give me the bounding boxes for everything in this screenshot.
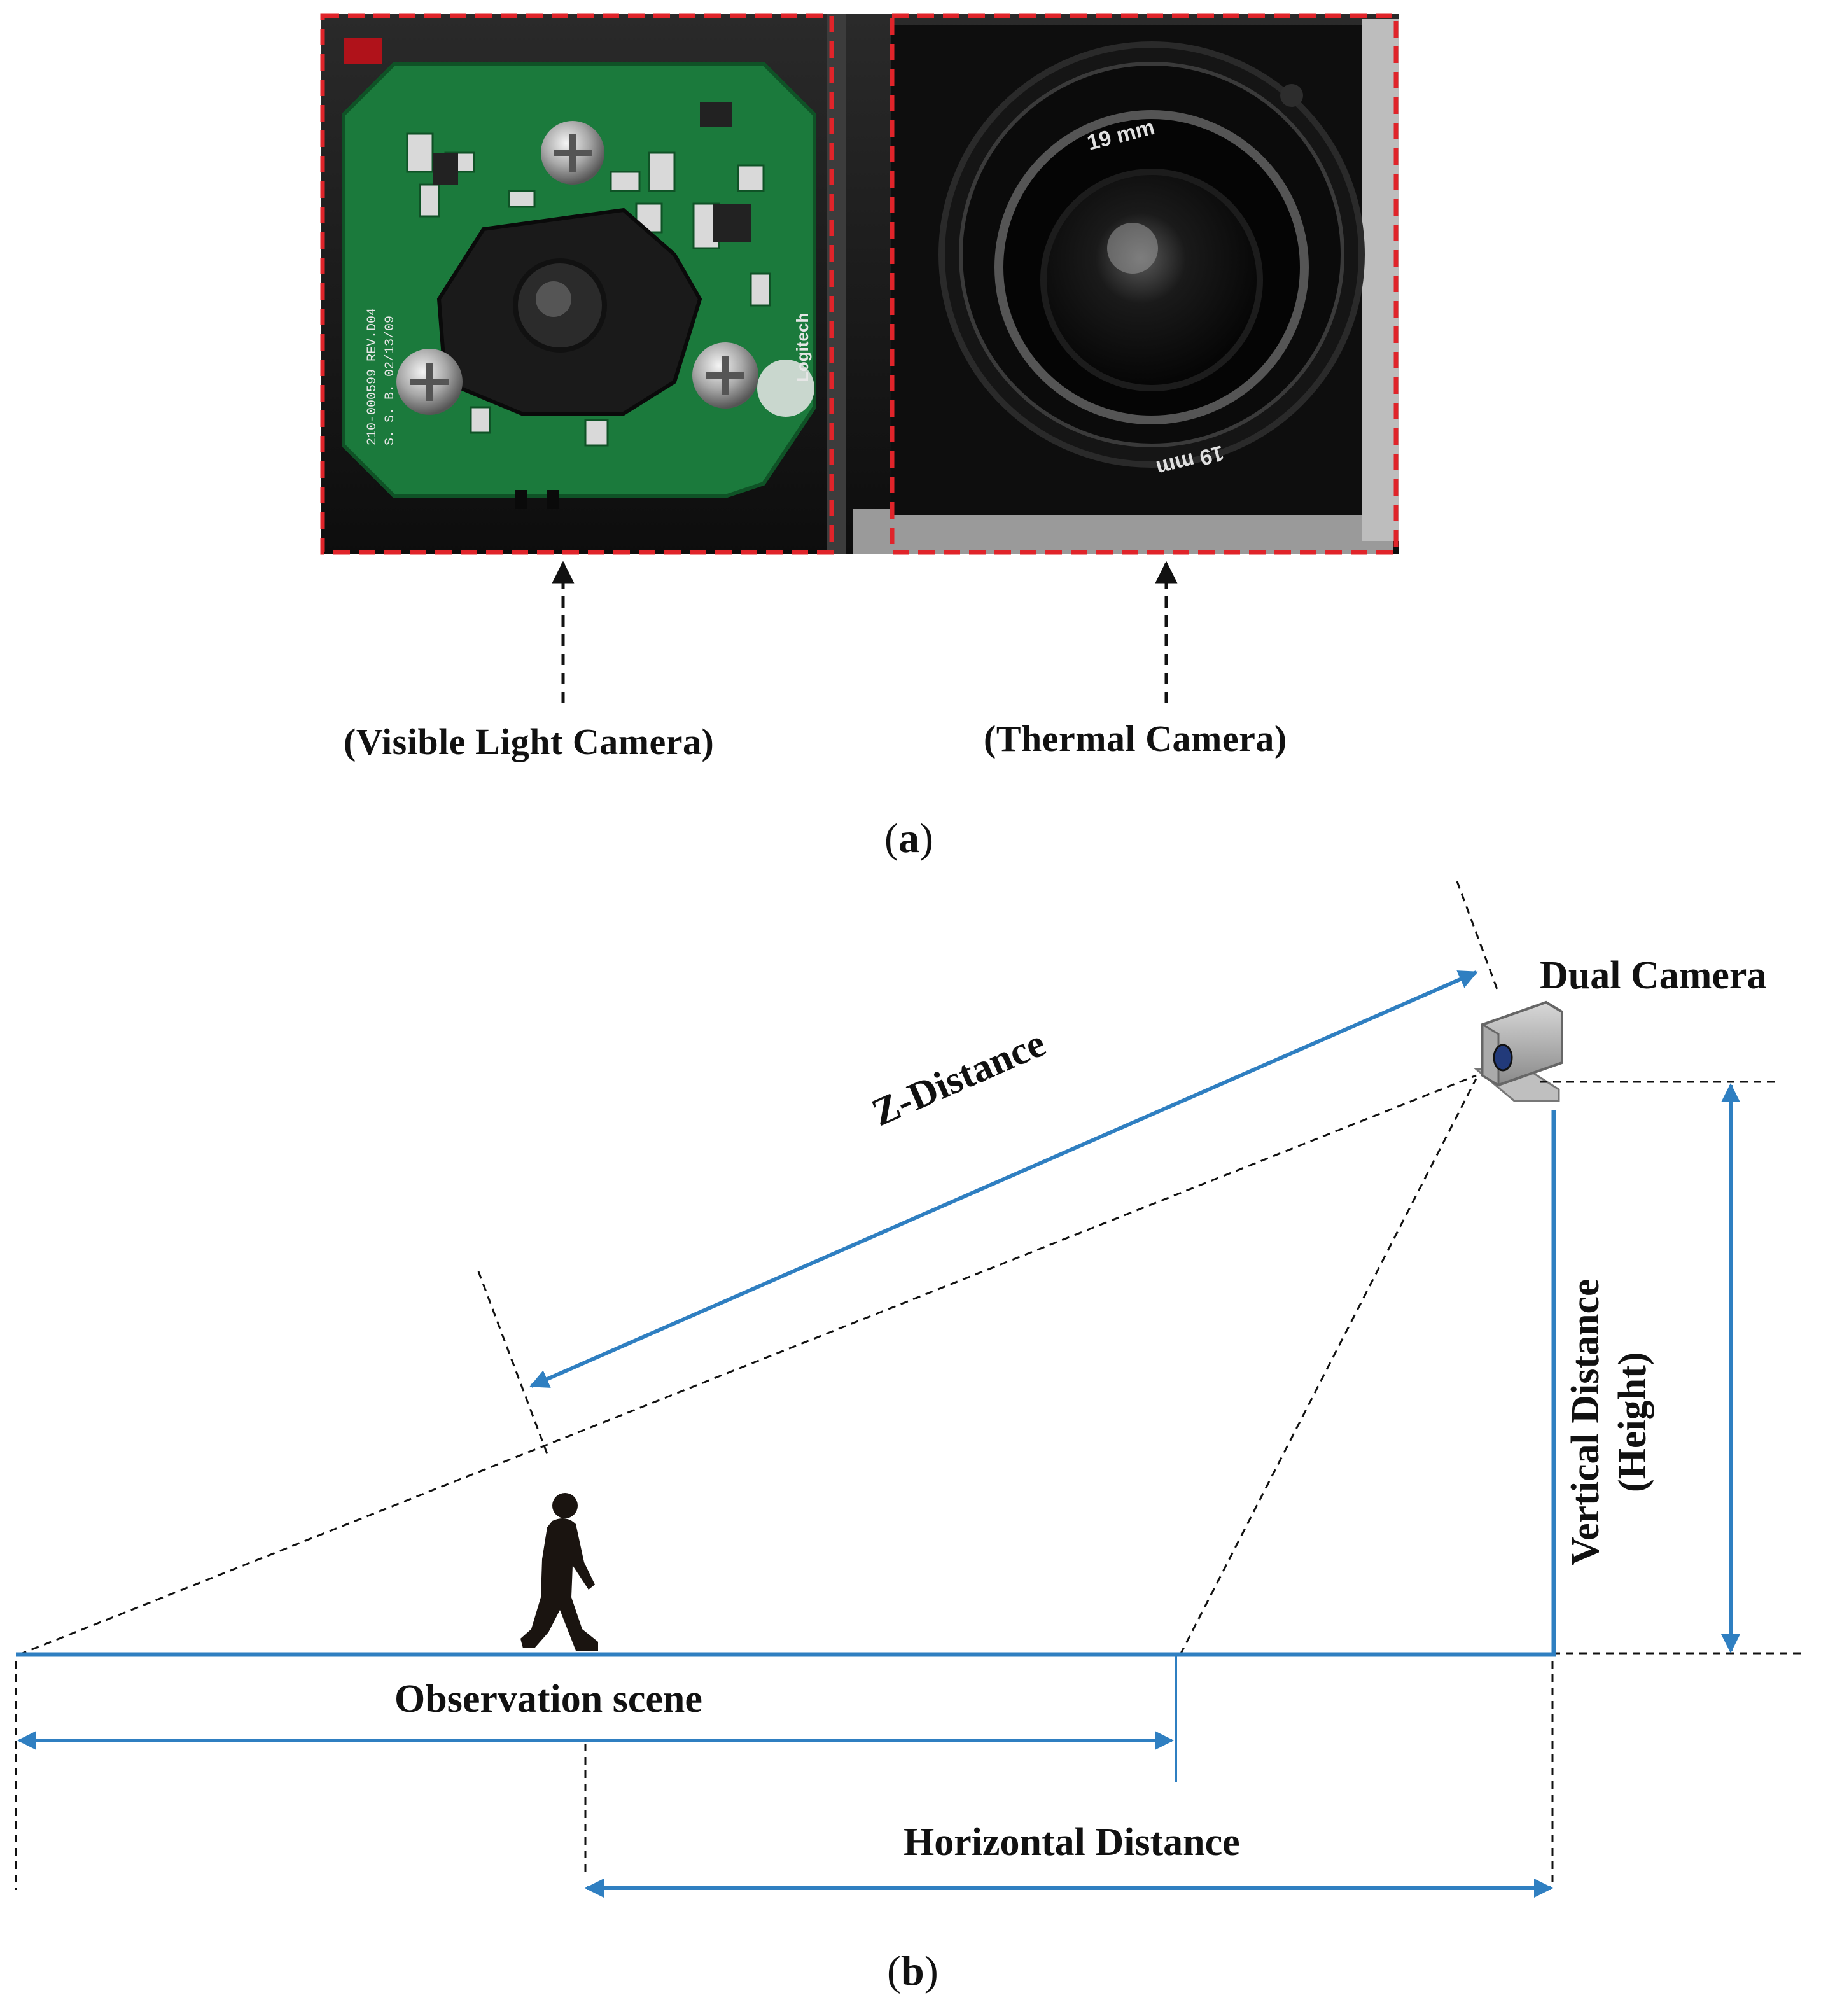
- z-distance-arrow: [529, 970, 1478, 1388]
- panel-a-close-paren: ): [919, 815, 933, 862]
- fov-lower-line: [1179, 1078, 1477, 1655]
- panel-b-diagram: [15, 881, 1801, 1898]
- height-text: (Height): [1611, 1352, 1654, 1492]
- wire: [344, 38, 382, 64]
- housing-right-edge: [1362, 19, 1399, 541]
- fov-upper-line: [18, 1074, 1477, 1656]
- panel-a-label: (a): [884, 815, 933, 863]
- panel-b-close-paren: ): [924, 1948, 938, 1994]
- logitech-logo-mark: [757, 360, 814, 417]
- housing-bottom-lip: [853, 509, 1393, 554]
- thermal-camera-frame: [890, 13, 1399, 555]
- panel-b-letter: b: [900, 1948, 924, 1994]
- panel-a-letter: a: [898, 815, 919, 862]
- visible-camera-caption: (Visible Light Camera): [344, 721, 715, 762]
- z-extent-line-bottom: [477, 1271, 550, 1458]
- observation-scene-label: Observation scene: [394, 1677, 702, 1721]
- dual-camera-label: Dual Camera: [1540, 954, 1767, 997]
- panel-a-open-paren: (: [884, 815, 898, 862]
- horizontal-distance-label: Horizontal Distance: [904, 1821, 1240, 1864]
- thermal-camera-lens: [891, 25, 1365, 515]
- z-extent-line-top: [1456, 881, 1500, 993]
- dual-camera-icon: [1473, 1000, 1563, 1102]
- photo-panel-a: [320, 13, 1399, 555]
- panel-b-label: (b): [887, 1947, 938, 1996]
- visible-camera-frame: [320, 13, 834, 555]
- thermal-camera-caption: (Thermal Camera): [984, 718, 1287, 759]
- vertical-distance-label: Vertical Distance (Height): [1562, 1278, 1656, 1565]
- vertical-distance-text: Vertical Distance: [1564, 1278, 1607, 1565]
- panel-b-open-paren: (: [887, 1948, 901, 1994]
- visible-camera-pcb: [342, 38, 816, 509]
- walking-person-icon: [520, 1493, 598, 1651]
